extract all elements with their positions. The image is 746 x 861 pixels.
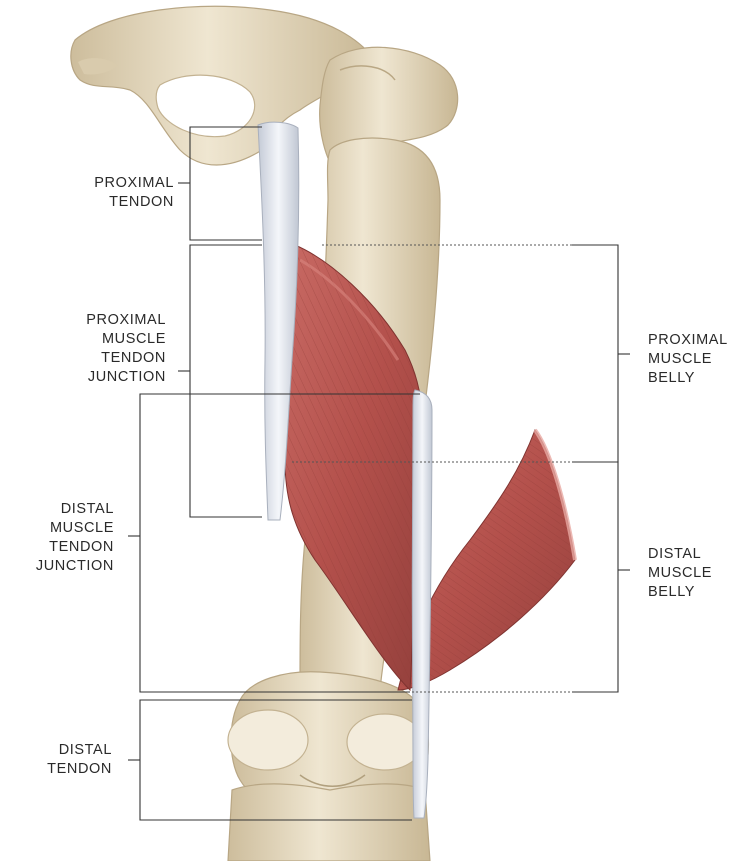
label-distal-muscle-tendon-junction: DISTAL MUSCLE TENDON JUNCTION (36, 500, 114, 576)
label-line: JUNCTION (86, 368, 166, 387)
label-line: MUSCLE (648, 350, 728, 369)
label-proximal-muscle-tendon-junction: PROXIMAL MUSCLE TENDON JUNCTION (86, 311, 166, 387)
label-line: PROXIMAL (648, 331, 728, 350)
bracket-proximal-mtj (190, 245, 262, 517)
bracket-distal-belly (572, 462, 618, 692)
label-line: BELLY (648, 369, 728, 388)
label-proximal-tendon: PROXIMAL TENDON (94, 174, 174, 212)
label-line: MUSCLE (36, 519, 114, 538)
label-line: MUSCLE (648, 564, 712, 583)
label-line: DISTAL (36, 500, 114, 519)
label-line: BELLY (648, 583, 712, 602)
label-line: TENDON (94, 193, 174, 212)
label-distal-tendon: DISTAL TENDON (47, 741, 112, 779)
label-line: TENDON (86, 349, 166, 368)
label-line: PROXIMAL (86, 311, 166, 330)
label-line: PROXIMAL (94, 174, 174, 193)
label-line: TENDON (47, 760, 112, 779)
label-proximal-muscle-belly: PROXIMAL MUSCLE BELLY (648, 331, 728, 388)
label-distal-muscle-belly: DISTAL MUSCLE BELLY (648, 545, 712, 602)
distal-tendon (412, 390, 432, 818)
label-line: MUSCLE (86, 330, 166, 349)
label-line: DISTAL (47, 741, 112, 760)
bracket-proximal-belly (572, 245, 618, 462)
label-line: TENDON (36, 538, 114, 557)
label-line: JUNCTION (36, 557, 114, 576)
label-line: DISTAL (648, 545, 712, 564)
